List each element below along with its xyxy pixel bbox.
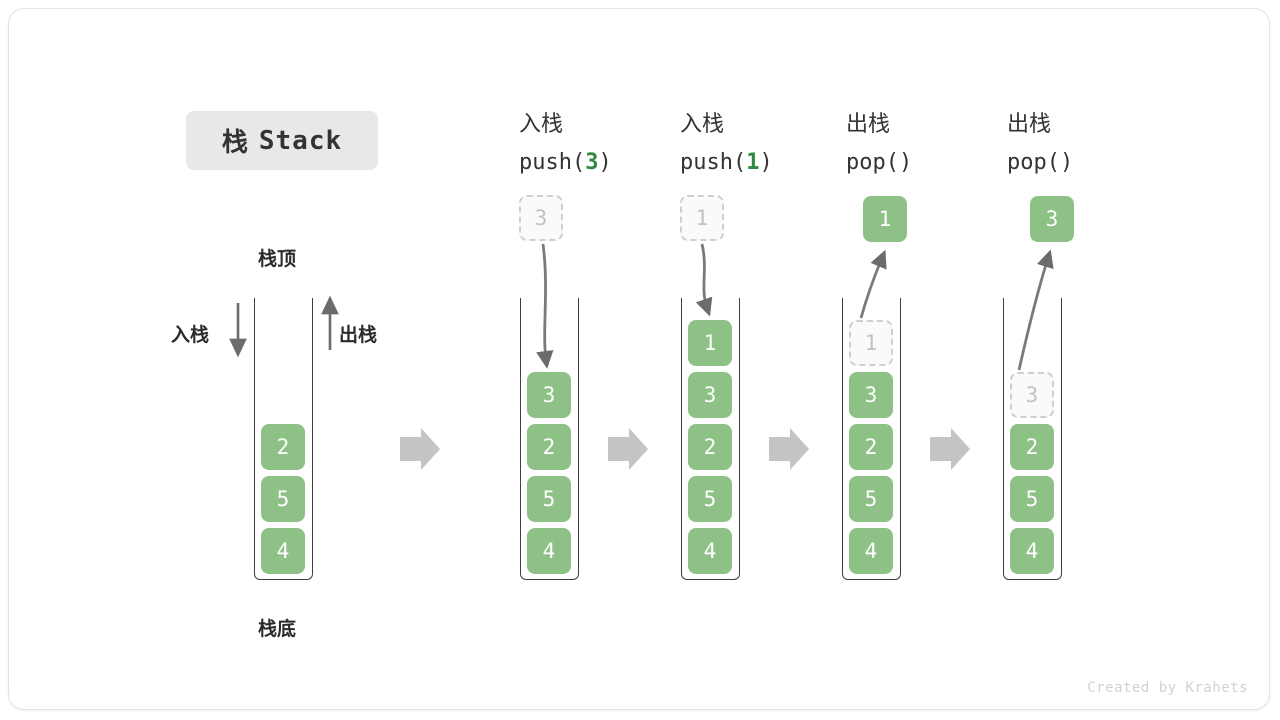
stack-cell: 3: [527, 372, 571, 418]
label-push-side: 入栈: [171, 324, 210, 346]
op-code-prefix: push(: [519, 150, 586, 175]
stack-cell: 4: [849, 528, 893, 574]
stack-cell: 3: [1010, 372, 1054, 418]
op-code-suffix: ): [759, 150, 773, 175]
stack-cell: 4: [527, 528, 571, 574]
stack-cell: 3: [688, 372, 732, 418]
label-stack-bottom: 栈底: [258, 618, 297, 640]
op-code-suffix: ): [898, 150, 913, 175]
stack-container-pop-1: [842, 298, 901, 580]
stack-cell: 5: [688, 476, 732, 522]
op-code-suffix: ): [598, 150, 612, 175]
op-cn-push-1: 入栈: [680, 112, 725, 137]
op-code-pop-3: pop(): [1007, 144, 1073, 182]
stack-cell: 2: [261, 424, 305, 470]
floating-cell-pop-3: 3: [1030, 196, 1074, 242]
stack-cell: 5: [527, 476, 571, 522]
stack-cell: 4: [261, 528, 305, 574]
floating-cell-pop-1: 1: [863, 196, 907, 242]
op-code-prefix: pop(: [1007, 150, 1060, 175]
op-code-push-1: push(1): [680, 144, 773, 182]
op-label-pop-1: 出栈 pop(): [846, 106, 912, 182]
stack-cell: 2: [527, 424, 571, 470]
op-code-push-3: push(3): [519, 144, 612, 182]
op-cn-pop-3: 出栈: [1007, 112, 1052, 137]
stack-cell: 1: [849, 320, 893, 366]
stack-cell: 2: [688, 424, 732, 470]
title-cn: 栈: [221, 128, 249, 158]
op-code-arg: 3: [585, 150, 599, 175]
stack-container-initial: [254, 298, 313, 580]
op-code-prefix: pop(: [846, 150, 899, 175]
label-pop-side: 出栈: [339, 324, 378, 346]
op-code-suffix: ): [1059, 150, 1074, 175]
stack-container-push-1: [681, 298, 740, 580]
diagram-title-badge: 栈 Stack: [186, 111, 378, 170]
stack-cell: 2: [1010, 424, 1054, 470]
stack-cell: 2: [849, 424, 893, 470]
floating-cell-push-1: 1: [680, 195, 724, 241]
title-en: Stack: [258, 125, 343, 156]
label-stack-top: 栈顶: [258, 248, 297, 270]
op-code-arg: 1: [746, 150, 760, 175]
op-code-pop-1: pop(): [846, 144, 912, 182]
footer-credit: Created by Krahets: [1087, 680, 1248, 696]
floating-cell-push-3: 3: [519, 195, 563, 241]
op-code-prefix: push(: [680, 150, 747, 175]
op-label-push-1: 入栈 push(1): [680, 106, 773, 182]
stack-cell: 4: [1010, 528, 1054, 574]
op-cn-push-3: 入栈: [519, 112, 564, 137]
stack-container-pop-3: [1003, 298, 1062, 580]
op-label-push-3: 入栈 push(3): [519, 106, 612, 182]
op-cn-pop-1: 出栈: [846, 112, 891, 137]
stack-cell: 5: [1010, 476, 1054, 522]
stack-container-push-3: [520, 298, 579, 580]
stack-cell: 5: [849, 476, 893, 522]
op-label-pop-3: 出栈 pop(): [1007, 106, 1073, 182]
stack-cell: 5: [261, 476, 305, 522]
stack-cell: 4: [688, 528, 732, 574]
stack-cell: 3: [849, 372, 893, 418]
stack-cell: 1: [688, 320, 732, 366]
